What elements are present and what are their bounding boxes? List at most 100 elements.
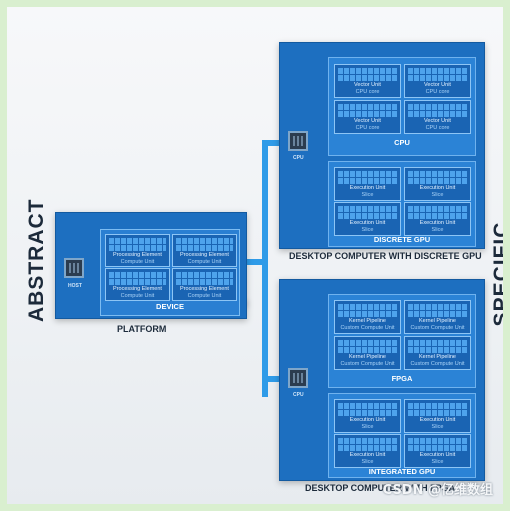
cell-line2: Slice [431, 192, 444, 198]
diagram-canvas: ABSTRACT SPECIFIC HOST Processing Elemen… [7, 7, 503, 504]
cell-line1: Vector Unit [424, 82, 451, 88]
cell-line1: Processing Element [113, 252, 162, 258]
cell-line1: Execution Unit [419, 185, 456, 191]
cell-line2: Custom Compute Unit [410, 325, 465, 331]
discrete-system-title: DESKTOP COMPUTER WITH DISCRETE GPU [289, 251, 482, 261]
connector-discrete [262, 140, 284, 146]
unit-grid-icon [109, 238, 166, 251]
unit-grid-icon [408, 438, 467, 451]
specific-label: SPECIFIC [490, 221, 503, 327]
cell-line2: CPU core [425, 89, 450, 95]
unit-grid-icon [408, 104, 467, 117]
cell-line2: CPU core [355, 89, 380, 95]
connector-fpga [262, 376, 284, 382]
host-chip-label: HOST [68, 283, 82, 289]
discrete-gpu-block: Execution Unit Slice Execution Unit Slic… [328, 161, 476, 247]
platform-title: PLATFORM [117, 324, 167, 334]
cpu-chip-icon [288, 368, 308, 388]
device-block: Processing Element Compute Unit Processi… [100, 229, 240, 316]
cpu-chip-label: CPU [293, 155, 304, 161]
fpga-block: Kernel Pipeline Custom Compute Unit Kern… [328, 294, 476, 388]
fpga-cell-3: Kernel Pipeline Custom Compute Unit [334, 336, 401, 370]
cpu-cell-3: Vector Unit CPU core [334, 100, 401, 134]
cell-line1: Kernel Pipeline [419, 318, 456, 324]
fpga-cell-2: Kernel Pipeline Custom Compute Unit [404, 300, 471, 334]
cell-line2: Compute Unit [187, 259, 222, 265]
cell-line2: Compute Unit [120, 293, 155, 299]
cell-line2: Compute Unit [120, 259, 155, 265]
cell-line2: Slice [431, 424, 444, 430]
cell-line1: Vector Unit [424, 118, 451, 124]
connector-main-vertical [262, 145, 268, 397]
device-cell-2: Processing Element Compute Unit [172, 234, 237, 267]
cell-line1: Execution Unit [349, 185, 386, 191]
cell-line1: Execution Unit [419, 452, 456, 458]
cell-line1: Processing Element [113, 286, 162, 292]
cell-line2: CPU core [425, 125, 450, 131]
cpu-cell-4: Vector Unit CPU core [404, 100, 471, 134]
cell-line1: Processing Element [180, 286, 229, 292]
fpga-system-panel: CPU Kernel Pipeline Custom Compute Unit … [279, 279, 485, 481]
connector-platform [245, 259, 267, 265]
cell-line2: Compute Unit [187, 293, 222, 299]
cell-line1: Execution Unit [419, 220, 456, 226]
cell-line1: Vector Unit [354, 118, 381, 124]
fpga-label: FPGA [391, 374, 413, 383]
cell-line1: Kernel Pipeline [419, 354, 456, 360]
igpu-cell-3: Execution Unit Slice [334, 434, 401, 468]
igpu-cell-2: Execution Unit Slice [404, 399, 471, 433]
cpu-cell-2: Vector Unit CPU core [404, 64, 471, 98]
device-cell-3: Processing Element Compute Unit [105, 268, 170, 301]
device-label: DEVICE [156, 302, 184, 311]
unit-grid-icon [176, 272, 233, 285]
cell-line2: CPU core [355, 125, 380, 131]
unit-grid-icon [338, 206, 397, 219]
cell-line1: Kernel Pipeline [349, 354, 386, 360]
fpga-system-title: DESKTOP COMPUTER WITH FPGA [305, 483, 456, 493]
unit-grid-icon [408, 304, 467, 317]
device-cell-1: Processing Element Compute Unit [105, 234, 170, 267]
cell-line2: Custom Compute Unit [410, 361, 465, 367]
cpu-label: CPU [394, 138, 410, 147]
unit-grid-icon [338, 340, 397, 353]
igpu-cell-1: Execution Unit Slice [334, 399, 401, 433]
cell-line1: Vector Unit [354, 82, 381, 88]
fpga-cell-4: Kernel Pipeline Custom Compute Unit [404, 336, 471, 370]
watermark: CSDN @亿维数组 [382, 483, 493, 498]
unit-grid-icon [338, 171, 397, 184]
cpu-chip-label: CPU [293, 392, 304, 398]
integrated-gpu-label: INTEGRATED GPU [368, 467, 436, 476]
unit-grid-icon [338, 438, 397, 451]
cpu-chip-icon [288, 131, 308, 151]
cpu-block: Vector Unit CPU core Vector Unit CPU cor… [328, 57, 476, 156]
cell-line2: Slice [361, 192, 374, 198]
cell-line2: Slice [431, 459, 444, 465]
fpga-cell-1: Kernel Pipeline Custom Compute Unit [334, 300, 401, 334]
unit-grid-icon [176, 238, 233, 251]
unit-grid-icon [338, 304, 397, 317]
cell-line1: Processing Element [180, 252, 229, 258]
gpu-cell-3: Execution Unit Slice [334, 202, 401, 236]
cell-line2: Slice [361, 459, 374, 465]
unit-grid-icon [408, 206, 467, 219]
platform-panel: HOST Processing Element Compute Unit Pro… [55, 212, 247, 319]
unit-grid-icon [338, 104, 397, 117]
cell-line2: Slice [361, 227, 374, 233]
host-chip-icon [64, 258, 84, 278]
cpu-cell-1: Vector Unit CPU core [334, 64, 401, 98]
device-cell-4: Processing Element Compute Unit [172, 268, 237, 301]
gpu-cell-1: Execution Unit Slice [334, 167, 401, 201]
cell-line1: Execution Unit [349, 452, 386, 458]
unit-grid-icon [338, 403, 397, 416]
unit-grid-icon [408, 340, 467, 353]
unit-grid-icon [408, 171, 467, 184]
unit-grid-icon [109, 272, 166, 285]
abstract-label: ABSTRACT [25, 198, 48, 323]
unit-grid-icon [408, 68, 467, 81]
gpu-cell-2: Execution Unit Slice [404, 167, 471, 201]
integrated-gpu-block: Execution Unit Slice Execution Unit Slic… [328, 393, 476, 478]
discrete-gpu-label: DISCRETE GPU [373, 235, 431, 244]
gpu-cell-4: Execution Unit Slice [404, 202, 471, 236]
cell-line1: Kernel Pipeline [349, 318, 386, 324]
unit-grid-icon [338, 68, 397, 81]
